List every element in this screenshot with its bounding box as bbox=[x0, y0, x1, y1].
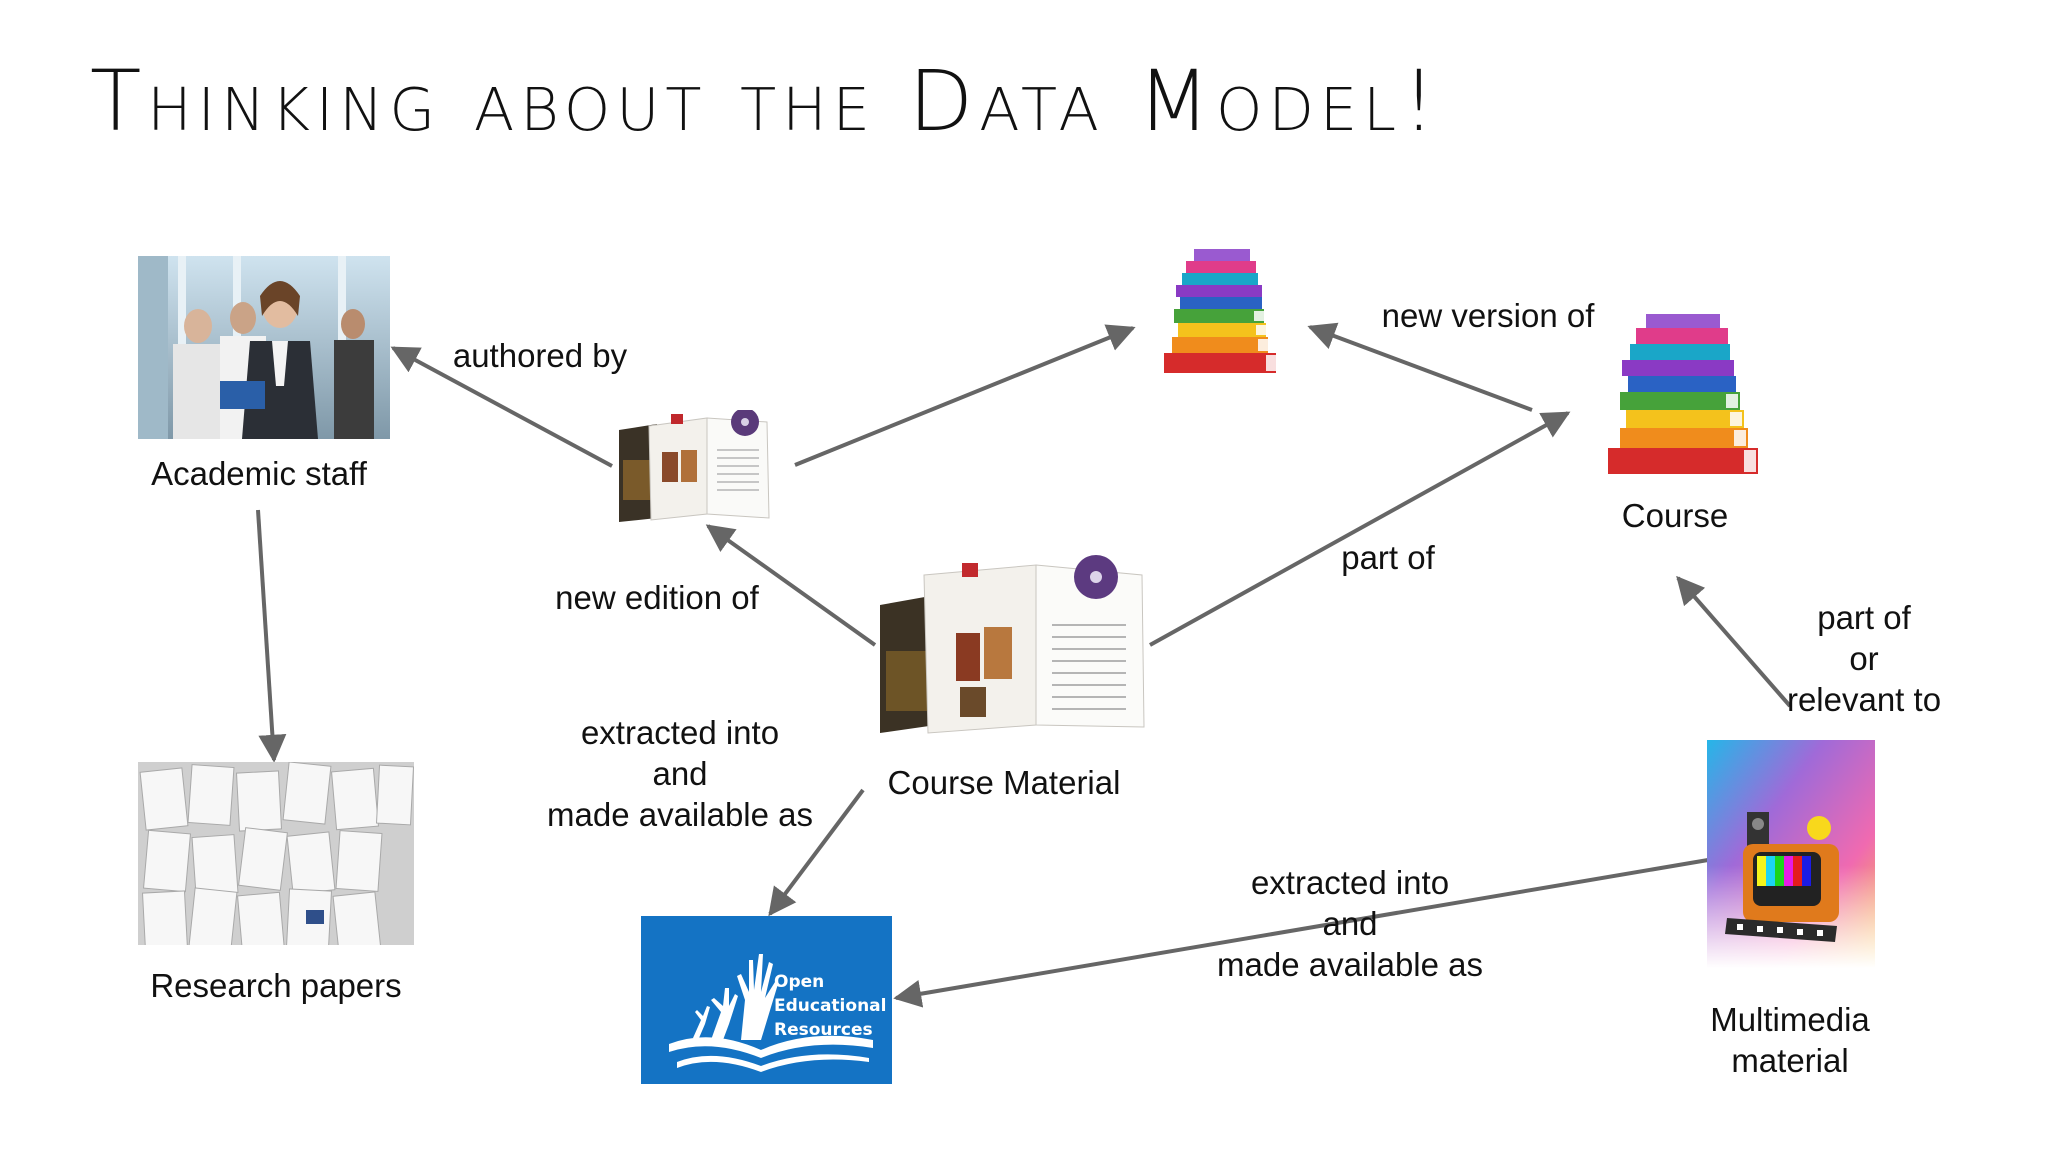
edge-label-new-version-of: new version of bbox=[1381, 297, 1595, 334]
multimedia-label: Multimedia material bbox=[1680, 999, 1900, 1081]
slide-title: Thinking about the Data Model! bbox=[90, 52, 1442, 150]
arrow-material-to-oer bbox=[768, 788, 865, 917]
books-stack-image bbox=[1138, 245, 1303, 380]
arrow-multimedia-to-oer bbox=[893, 858, 1709, 1008]
oer-hands-book-icon bbox=[669, 954, 873, 1072]
multimedia-label-line1: Multimedia bbox=[1710, 1001, 1870, 1038]
oer-text-open: Open bbox=[774, 972, 825, 992]
edge-label-authored-by: authored by bbox=[452, 337, 628, 374]
extracted-1-line3: made available as bbox=[547, 796, 813, 833]
course-books-image bbox=[1600, 312, 1780, 480]
arrow-new-version-of bbox=[1307, 322, 1533, 412]
extracted-1-line1: extracted into bbox=[580, 714, 780, 751]
oer-logo-text: Open Educational Resources bbox=[774, 970, 886, 1042]
oer-text-resources: Resources bbox=[774, 1020, 873, 1040]
edge-label-new-edition-of: new edition of bbox=[555, 579, 759, 616]
extracted-2-line2: and bbox=[1322, 905, 1378, 942]
part-of-line1: part of bbox=[1817, 599, 1911, 636]
old-course-material-image bbox=[617, 410, 792, 522]
arrow-multimedia-to-course bbox=[1676, 575, 1792, 708]
arrow-staff-to-papers bbox=[256, 509, 287, 763]
oer-logo: Open Educational Resources bbox=[641, 916, 892, 1084]
academic-staff-photo bbox=[138, 256, 390, 439]
edge-label-extracted-multimedia: extracted into and made available as bbox=[1200, 862, 1500, 985]
oer-text-educational: Educational bbox=[774, 996, 887, 1016]
extracted-2-line3: made available as bbox=[1217, 946, 1483, 983]
course-label: Course bbox=[1621, 497, 1729, 534]
arrow-part-of bbox=[1149, 411, 1571, 647]
edge-label-extracted-course-material: extracted into and made available as bbox=[530, 712, 830, 835]
extracted-2-line1: extracted into bbox=[1250, 864, 1450, 901]
part-of-line3: relevant to bbox=[1786, 681, 1942, 718]
research-papers-label: Research papers bbox=[150, 967, 402, 1004]
edge-label-part-of: part of bbox=[1341, 539, 1435, 576]
multimedia-image bbox=[1707, 740, 1875, 968]
course-material-label: Course Material bbox=[887, 764, 1121, 801]
arrow-new-edition-of bbox=[705, 524, 877, 647]
course-material-image bbox=[876, 555, 1146, 735]
arrow-old-material-to-books bbox=[794, 324, 1136, 467]
multimedia-label-line2: material bbox=[1731, 1042, 1849, 1079]
academic-staff-label: Academic staff bbox=[151, 455, 367, 492]
extracted-1-line2: and bbox=[652, 755, 708, 792]
part-of-line2: or bbox=[1849, 640, 1879, 677]
arrow-authored-by bbox=[390, 346, 613, 468]
research-papers-photo bbox=[138, 762, 414, 945]
edge-label-part-of-or-relevant-to: part of or relevant to bbox=[1758, 597, 1970, 720]
